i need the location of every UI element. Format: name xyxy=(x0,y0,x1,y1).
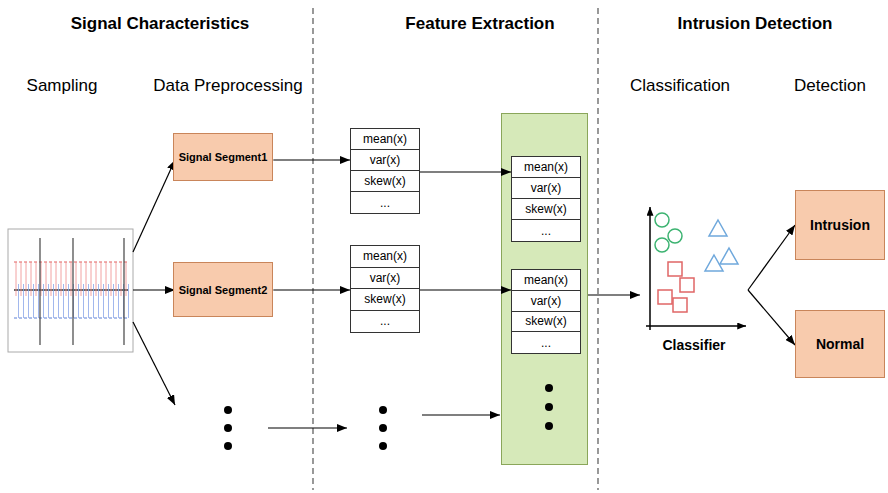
flow-arrow xyxy=(133,160,500,428)
section-heading: Feature Extraction xyxy=(405,14,554,34)
feature-cell: ... xyxy=(512,332,580,353)
feature-cell: mean(x) xyxy=(512,270,580,291)
section-divider xyxy=(597,8,598,490)
feature-table: mean(x)var(x)skew(x)... xyxy=(350,128,420,214)
flow-connector xyxy=(748,225,795,290)
flow-connector xyxy=(588,294,640,295)
result-box: Normal xyxy=(795,310,885,378)
result-box: Intrusion xyxy=(795,190,885,260)
ellipsis-dots xyxy=(539,381,559,441)
stage-label: Sampling xyxy=(27,76,98,96)
box-label: Signal Segment1 xyxy=(179,151,268,163)
box-label: Signal Segment2 xyxy=(179,284,268,296)
flow-connector xyxy=(273,289,350,290)
classifier-plot xyxy=(646,207,746,330)
flow-connector xyxy=(420,171,511,172)
feature-cell: ... xyxy=(351,192,419,213)
feature-cell: mean(x) xyxy=(512,157,580,178)
feature-table: mean(x)var(x)skew(x)... xyxy=(350,245,420,333)
box-label: Normal xyxy=(816,336,864,352)
feature-cell: skew(x) xyxy=(512,199,580,220)
feature-cell: mean(x) xyxy=(351,129,419,150)
feature-cell: var(x) xyxy=(512,291,580,312)
flow-connector xyxy=(748,290,795,345)
stage-label: Detection xyxy=(794,76,866,96)
segment-box: Signal Segment2 xyxy=(173,262,274,317)
ellipsis-dots xyxy=(224,406,387,450)
feature-cell: skew(x) xyxy=(512,312,580,333)
stage-label: Data Preprocessing xyxy=(153,76,302,96)
feature-cell: var(x) xyxy=(351,268,419,290)
segment-box: Signal Segment1 xyxy=(173,133,274,181)
feature-panel: mean(x)var(x)skew(x)...mean(x)var(x)skew… xyxy=(501,113,588,465)
section-divider xyxy=(312,8,313,490)
box-label: Intrusion xyxy=(810,217,870,233)
classifier-label: Classifier xyxy=(662,337,725,353)
feature-cell: mean(x) xyxy=(351,246,419,268)
flow-connector xyxy=(420,289,511,290)
classifier-node: Classifier xyxy=(640,205,748,355)
feature-cell: skew(x) xyxy=(351,171,419,192)
stage-label: Classification xyxy=(630,76,730,96)
feature-cell: skew(x) xyxy=(351,289,419,311)
feature-cell: var(x) xyxy=(512,178,580,199)
section-heading: Intrusion Detection xyxy=(678,14,833,34)
signal-plot xyxy=(8,229,133,352)
section-heading: Signal Characteristics xyxy=(71,14,250,34)
flow-connector xyxy=(273,159,350,160)
feature-cell: ... xyxy=(351,311,419,333)
feature-table: mean(x)var(x)skew(x)... xyxy=(511,156,581,242)
feature-cell: var(x) xyxy=(351,150,419,171)
feature-table: mean(x)var(x)skew(x)... xyxy=(511,269,581,354)
feature-cell: ... xyxy=(512,220,580,241)
